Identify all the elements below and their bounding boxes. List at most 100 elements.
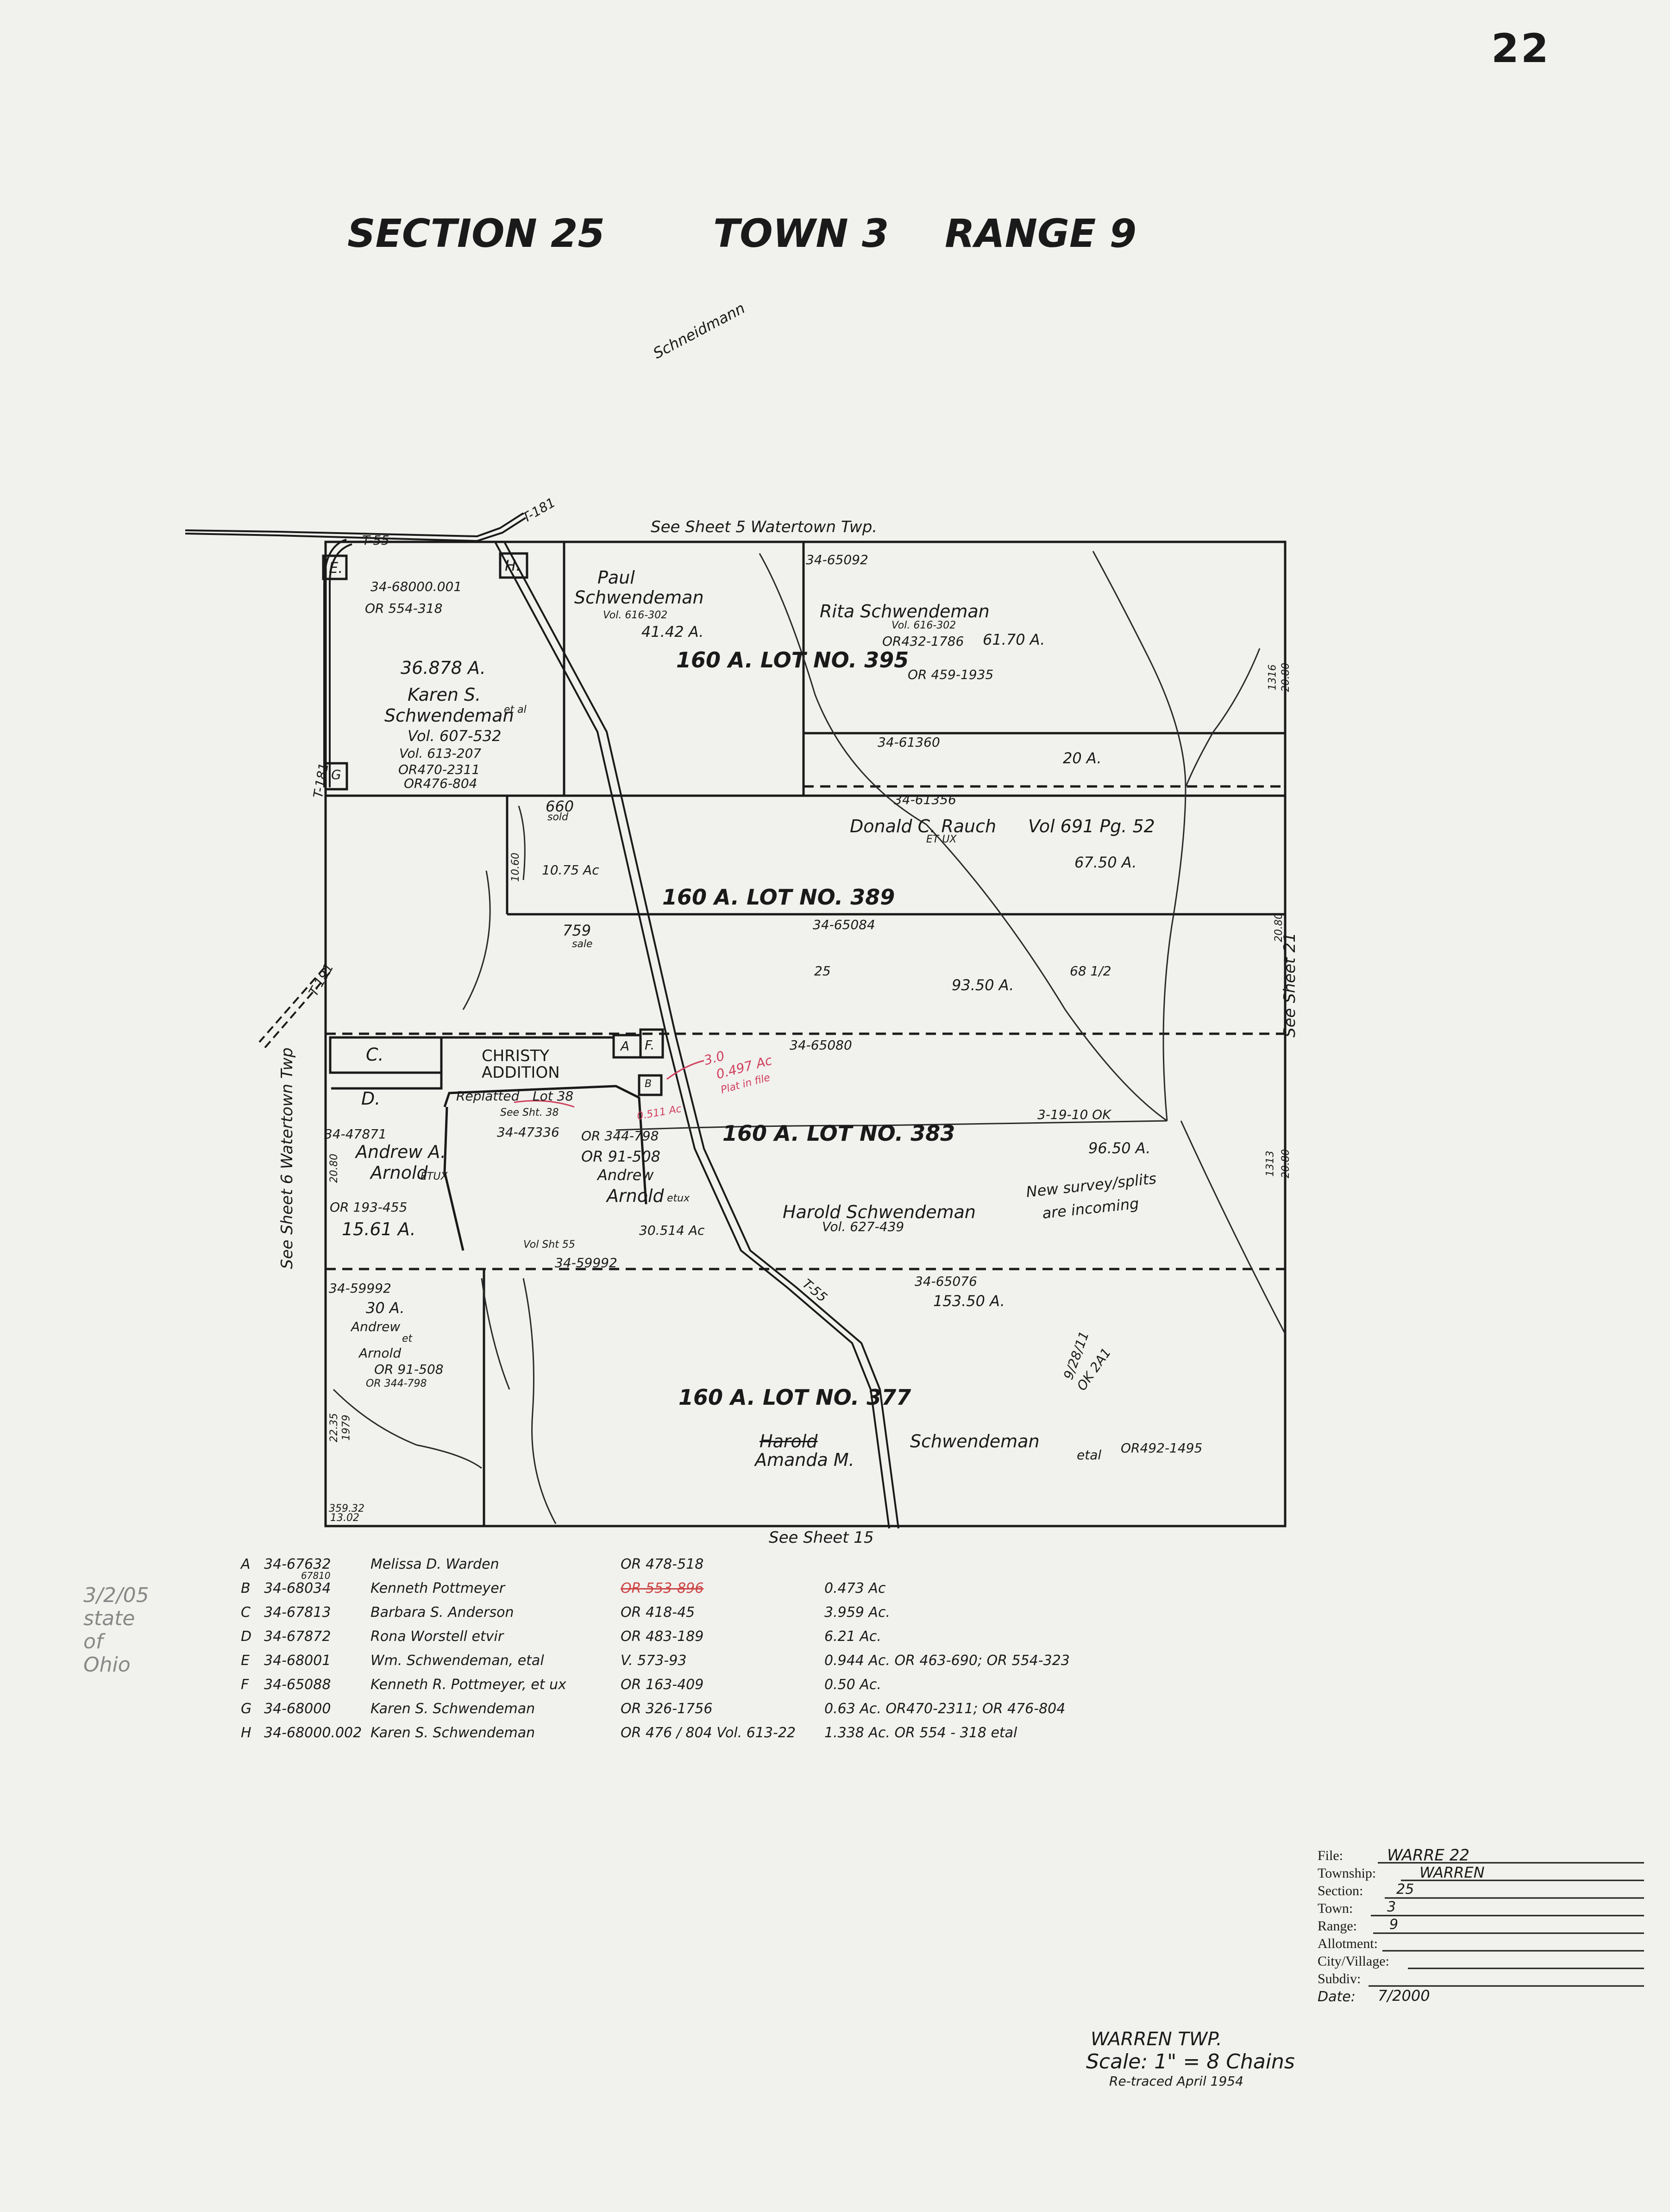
rauch-etux: ET UX <box>926 834 957 845</box>
legend-parcel-id: 34-65088 <box>264 1677 331 1693</box>
legend-parcel-id: 34-67632 <box>264 1556 331 1572</box>
lot-38: Lot 38 <box>533 1088 574 1104</box>
andrew1-or: OR 193-455 <box>330 1200 408 1215</box>
legend-owner: Kenneth Pottmeyer <box>370 1580 505 1596</box>
date-label: Date: <box>1318 1989 1356 2005</box>
see-sheet-top: See Sheet 5 Watertown Twp. <box>651 518 878 536</box>
val-68: 68 1/2 <box>1070 963 1111 979</box>
karen-or2: OR470-2311 <box>398 762 480 777</box>
allotment-label: Allotment: <box>1318 1936 1378 1951</box>
legend-key: C <box>241 1604 251 1621</box>
karen-parcel-id: 34-68000.001 <box>370 579 462 594</box>
val-1979: 1979 <box>340 1414 352 1441</box>
rita-or: OR432-1786 <box>882 634 964 649</box>
parcel-e-label: E. <box>329 559 343 577</box>
check-date: 3-19-10 OK <box>1037 1107 1111 1122</box>
id-65076: 34-65076 <box>915 1274 977 1289</box>
section-value: 25 <box>1396 1881 1414 1898</box>
legend-ref: OR 163-409 <box>621 1677 704 1693</box>
parcel-e-box <box>322 554 348 580</box>
val-2080: 20.80 <box>328 1154 340 1183</box>
andrew1-acres: 15.61 A. <box>342 1219 416 1239</box>
range-label: Range: <box>1318 1918 1357 1934</box>
replatted: Replatted <box>456 1088 520 1104</box>
road-t55-north <box>185 512 524 538</box>
acres-9650: 96.50 A. <box>1088 1139 1151 1157</box>
legend-acres: 1.338 Ac. OR 554 - 318 etal <box>824 1725 1017 1741</box>
harold-struck: Harold <box>760 1431 818 1452</box>
val-2080r: 20.80 <box>1273 913 1285 942</box>
karen-name2: Schwendeman <box>384 705 514 726</box>
id-65080: 34-65080 <box>790 1037 852 1053</box>
legend-acres: 0.944 Ac. OR 463-690; OR 554-323 <box>824 1653 1070 1669</box>
legend-acres: 6.21 Ac. <box>824 1628 881 1645</box>
lot-395-label: 160 A. LOT NO. 395 <box>676 647 909 672</box>
andrew2-or1: OR 344-798 <box>581 1128 659 1144</box>
sold-759: 759 <box>563 922 591 939</box>
sold-660: 660 <box>546 798 574 815</box>
karen-or: OR 554-318 <box>365 601 443 616</box>
title-range: RANGE 9 <box>945 211 1137 256</box>
lot-389-label: 160 A. LOT NO. 389 <box>662 885 895 910</box>
val-1060: 10.60 <box>509 853 521 882</box>
christy-addition: CHRISTY ADDITION <box>482 1047 560 1082</box>
legend-acres: 0.473 Ac <box>824 1580 886 1596</box>
andrew3-et: et <box>402 1333 413 1345</box>
township-name: WARREN TWP. <box>1091 2029 1222 2050</box>
parcel-d-label: D. <box>361 1088 381 1109</box>
harold-vol: Vol. 627-439 <box>822 1219 904 1234</box>
legend-acres: 0.50 Ac. <box>824 1677 881 1693</box>
val-25: 25 <box>814 963 831 979</box>
legend-acres: 3.959 Ac. <box>824 1604 890 1621</box>
rita-or2: OR 459-1935 <box>908 667 994 682</box>
rita-vol: Vol. 616-302 <box>892 620 956 631</box>
rita-id: 34-65092 <box>806 552 868 567</box>
andrew1-name1: Andrew A. <box>356 1142 446 1162</box>
rauch-acres: 67.50 A. <box>1074 854 1137 871</box>
legend-owner: Karen S. Schwendeman <box>370 1701 535 1717</box>
acres-9350: 93.50 A. <box>952 976 1014 994</box>
date-value: 7/2000 <box>1378 1987 1430 2005</box>
id-59992: 34-59992 <box>329 1281 391 1296</box>
sold-759b: sale <box>572 938 593 950</box>
file-label: File: <box>1318 1848 1344 1863</box>
id-47871: 34-47871 <box>324 1126 387 1142</box>
see-sheet-left: See Sheet 6 Watertown Twp <box>278 1047 296 1269</box>
creek-1 <box>759 553 1168 1122</box>
rauch-vol: Vol 691 Pg. 52 <box>1028 816 1155 836</box>
val-1313r2: 20.80 <box>1280 1149 1292 1178</box>
paul-name1: Paul <box>597 567 635 588</box>
val-1313r: 1313 <box>1264 1150 1276 1177</box>
andrew1-etux: ETUX <box>421 1171 448 1182</box>
subdiv-label: Subdiv: <box>1318 1971 1361 1986</box>
file-value: WARRE 22 <box>1387 1846 1469 1865</box>
lot-383-label: 160 A. LOT NO. 383 <box>722 1121 955 1146</box>
legend-ref: OR 418-45 <box>621 1604 695 1621</box>
andrew2-or2: OR 91-508 <box>581 1148 660 1165</box>
karen-vol1: Vol. 607-532 <box>408 727 502 745</box>
margin-note-2: state <box>83 1607 135 1630</box>
val-1316r: 1316 <box>1267 664 1279 691</box>
parcel-h-label: H. <box>505 557 521 574</box>
legend-ref: OR 326-1756 <box>621 1701 713 1717</box>
legend-owner: Karen S. Schwendeman <box>370 1725 535 1741</box>
legend-ref: OR 478-518 <box>621 1556 704 1572</box>
rauch-name: Donald C. Rauch <box>850 816 997 836</box>
margin-note-1: 3/2/05 <box>83 1584 149 1607</box>
legend-key: F <box>241 1677 249 1693</box>
etal-bottom: etal <box>1077 1447 1102 1463</box>
legend-parcel-id: 34-68000 <box>264 1701 331 1717</box>
parcel-c-box <box>329 1036 443 1074</box>
town-value: 3 <box>1387 1899 1396 1915</box>
id-59992b: 34-59992 <box>555 1255 617 1270</box>
road-label-t55-top: T-55 <box>362 533 389 548</box>
legend-key: E <box>241 1653 250 1669</box>
parcel-b-label: B <box>645 1078 652 1090</box>
legend-key: A <box>241 1556 251 1572</box>
